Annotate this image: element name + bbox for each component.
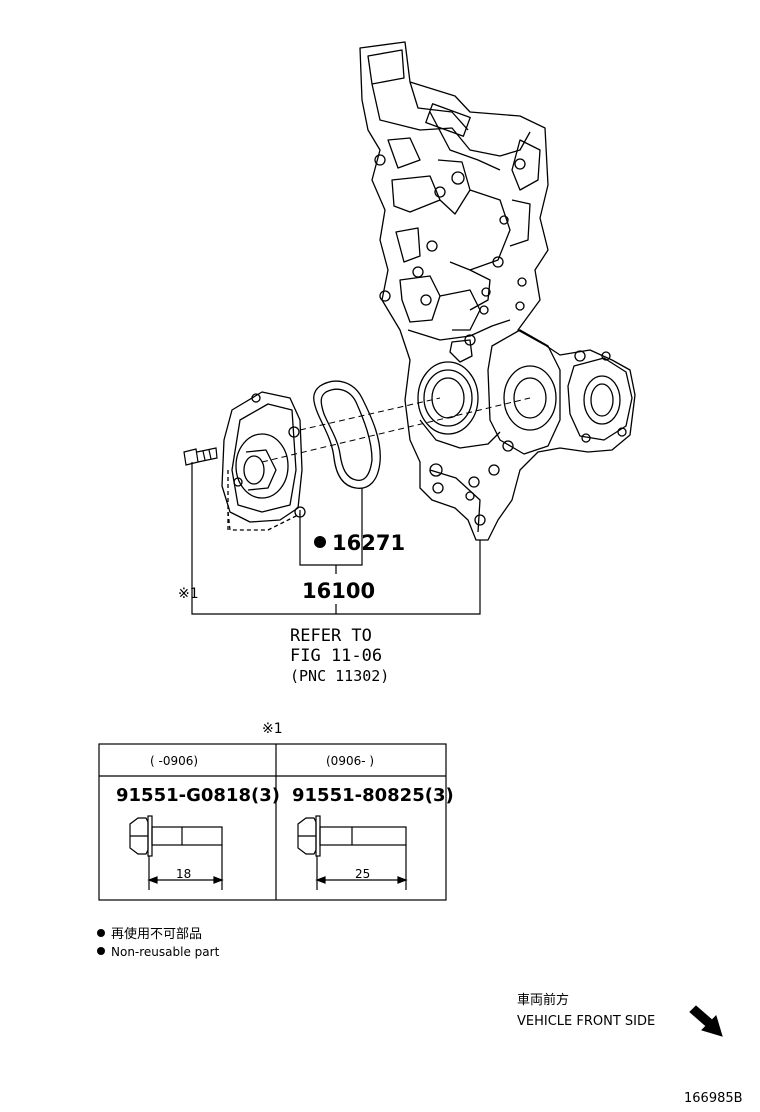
water-pump-illustration	[221, 391, 306, 531]
legend: 再使用不可部品 Non-reusable part	[97, 926, 220, 959]
bolt-drawing-25	[297, 815, 408, 890]
front-direction-arrow-icon	[689, 1005, 723, 1037]
refer-line-1: REFER TO	[290, 626, 372, 646]
direction-label-en: VEHICLE FRONT SIDE	[517, 1014, 655, 1029]
bolt-length-25: 25	[355, 867, 370, 881]
table-reference-mark: ※1	[262, 721, 283, 737]
direction-label-jp: 車両前方	[517, 992, 569, 1008]
bolt-length-18: 18	[176, 867, 191, 881]
bolt-part-number-late: 91551-80825(3)	[292, 785, 454, 806]
legend-jp: 再使用不可部品	[111, 926, 202, 942]
legend-bullet-icon	[97, 947, 105, 955]
figure-id: 166985B	[684, 1091, 743, 1106]
table-period-late: (0906- )	[326, 754, 374, 768]
bolt-drawing-18	[129, 815, 224, 890]
vehicle-direction: 車両前方 VEHICLE FRONT SIDE	[517, 992, 723, 1037]
timing-cover-illustration	[359, 41, 636, 541]
gasket-illustration	[313, 380, 381, 489]
leader-lines	[191, 462, 481, 615]
refer-line-2: FIG 11-06	[290, 646, 382, 666]
non-reusable-bullet-icon	[314, 536, 326, 548]
table-period-early: ( -0906)	[150, 754, 198, 768]
bolt-part-number-early: 91551-G0818(3)	[116, 785, 280, 806]
legend-bullet-icon	[97, 929, 105, 937]
bolt-spec-table: ※1 ( -0906) (0906- ) 91551-G0818(3) 9155…	[98, 721, 454, 901]
refer-line-3: (PNC 11302)	[290, 667, 389, 685]
legend-en: Non-reusable part	[111, 945, 220, 959]
alignment-dashed-lines	[261, 397, 531, 463]
gasket-part-number: 16271	[332, 531, 405, 555]
pump-bolt-illustration	[183, 447, 218, 466]
pump-part-number: 16100	[302, 579, 375, 603]
bolt-reference-mark: ※1	[178, 586, 199, 602]
